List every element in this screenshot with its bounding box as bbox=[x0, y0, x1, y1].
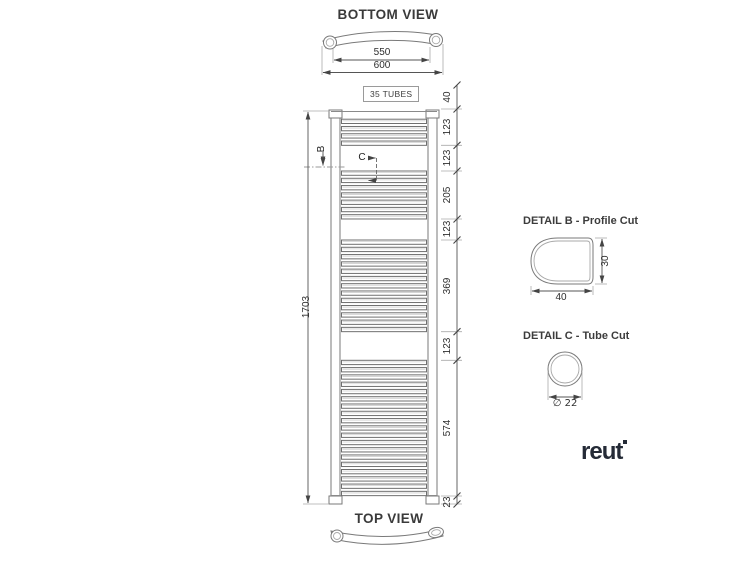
tube bbox=[341, 268, 427, 274]
tube bbox=[341, 275, 427, 282]
tube bbox=[341, 396, 427, 402]
bottom-view-title: BOTTOM VIEW bbox=[337, 7, 439, 22]
radiator-front-view bbox=[303, 81, 462, 508]
tube bbox=[341, 388, 427, 395]
marker-c-label: C bbox=[358, 152, 366, 163]
marker-c-leader bbox=[367, 155, 377, 183]
tube bbox=[341, 214, 427, 220]
tube bbox=[341, 381, 427, 387]
tube bbox=[341, 125, 427, 132]
detail-c-drawing bbox=[547, 351, 583, 400]
tube bbox=[341, 192, 427, 198]
dim-600-label: 600 bbox=[373, 60, 391, 71]
detail-b-width-label: 40 bbox=[555, 292, 567, 303]
top-view-left-collector bbox=[330, 529, 344, 543]
right-dim-123-d: 123 bbox=[442, 337, 453, 355]
tube bbox=[341, 206, 427, 213]
tube bbox=[341, 305, 427, 311]
tube bbox=[341, 483, 427, 489]
tube bbox=[341, 290, 427, 296]
detail-b-drawing bbox=[530, 237, 607, 295]
logo-trademark-icon bbox=[623, 440, 628, 444]
brand-logo: reut bbox=[581, 438, 628, 466]
tube bbox=[341, 185, 427, 191]
right-dim-123-c: 123 bbox=[442, 220, 453, 238]
detail-b-title: DETAIL B - Profile Cut bbox=[523, 215, 639, 227]
tube bbox=[341, 170, 427, 176]
tube bbox=[341, 367, 427, 373]
tube bbox=[341, 326, 427, 333]
tube bbox=[341, 469, 427, 475]
brand-logo-text: reut bbox=[581, 438, 623, 465]
tube bbox=[341, 490, 427, 497]
tube bbox=[341, 254, 427, 260]
tube bbox=[341, 374, 427, 380]
tube bbox=[341, 312, 427, 318]
top-view-title: TOP VIEW bbox=[354, 511, 424, 526]
detail-c-title: DETAIL C - Tube Cut bbox=[523, 330, 630, 342]
tube bbox=[341, 261, 427, 267]
tube-array bbox=[341, 118, 427, 497]
tube bbox=[341, 476, 427, 482]
tube bbox=[341, 118, 427, 124]
tube bbox=[341, 199, 427, 205]
tube bbox=[341, 319, 427, 325]
marker-b-leader bbox=[304, 152, 346, 168]
tube bbox=[341, 454, 427, 460]
right-dim-574: 574 bbox=[442, 419, 453, 437]
dim-overall-height bbox=[303, 110, 329, 505]
top-view-drawing bbox=[330, 526, 444, 545]
tube bbox=[341, 297, 427, 304]
detail-b-height-label: 30 bbox=[600, 255, 611, 267]
right-rail bbox=[427, 117, 438, 497]
dim-550-label: 550 bbox=[373, 47, 391, 58]
tube-count-badge: 35 TUBES bbox=[363, 86, 420, 102]
tube bbox=[341, 246, 427, 253]
tube bbox=[341, 432, 427, 438]
bottom-view-drawing bbox=[321, 31, 444, 75]
tube bbox=[341, 283, 427, 289]
tube bbox=[341, 425, 427, 431]
bottom-view-left-collector bbox=[323, 35, 337, 50]
dim-1703-label: 1703 bbox=[301, 295, 312, 319]
right-dimension-chain bbox=[441, 81, 462, 508]
right-dim-369: 369 bbox=[442, 277, 453, 295]
tube bbox=[341, 133, 427, 139]
left-rail bbox=[330, 117, 341, 497]
right-dim-123-b: 123 bbox=[442, 149, 453, 167]
tube bbox=[341, 359, 427, 366]
tube bbox=[341, 418, 427, 424]
tube bbox=[341, 239, 427, 245]
tube bbox=[341, 403, 427, 409]
bottom-view-right-collector bbox=[429, 33, 443, 47]
tube bbox=[341, 410, 427, 417]
tube bbox=[341, 461, 427, 468]
marker-b-label: B bbox=[316, 145, 327, 153]
tube bbox=[341, 177, 427, 184]
detail-c-diameter-label: ∅ 22 bbox=[552, 398, 578, 409]
tube bbox=[341, 439, 427, 446]
tube bbox=[341, 447, 427, 453]
tube bbox=[341, 140, 427, 146]
